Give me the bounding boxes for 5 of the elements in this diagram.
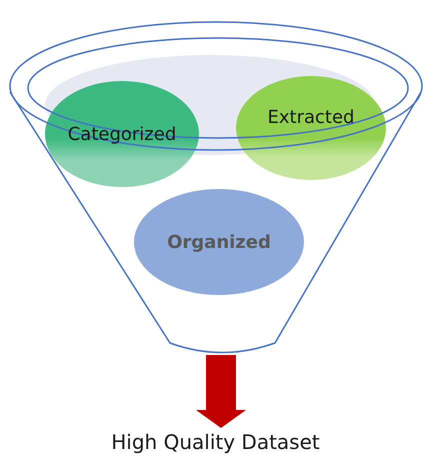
output-label: High Quality Dataset xyxy=(111,430,320,454)
ellipse-label: Organized xyxy=(167,232,271,252)
arrow xyxy=(196,355,246,428)
ellipse-label: Extracted xyxy=(268,106,354,128)
ellipse-label: Categorized xyxy=(68,124,176,144)
